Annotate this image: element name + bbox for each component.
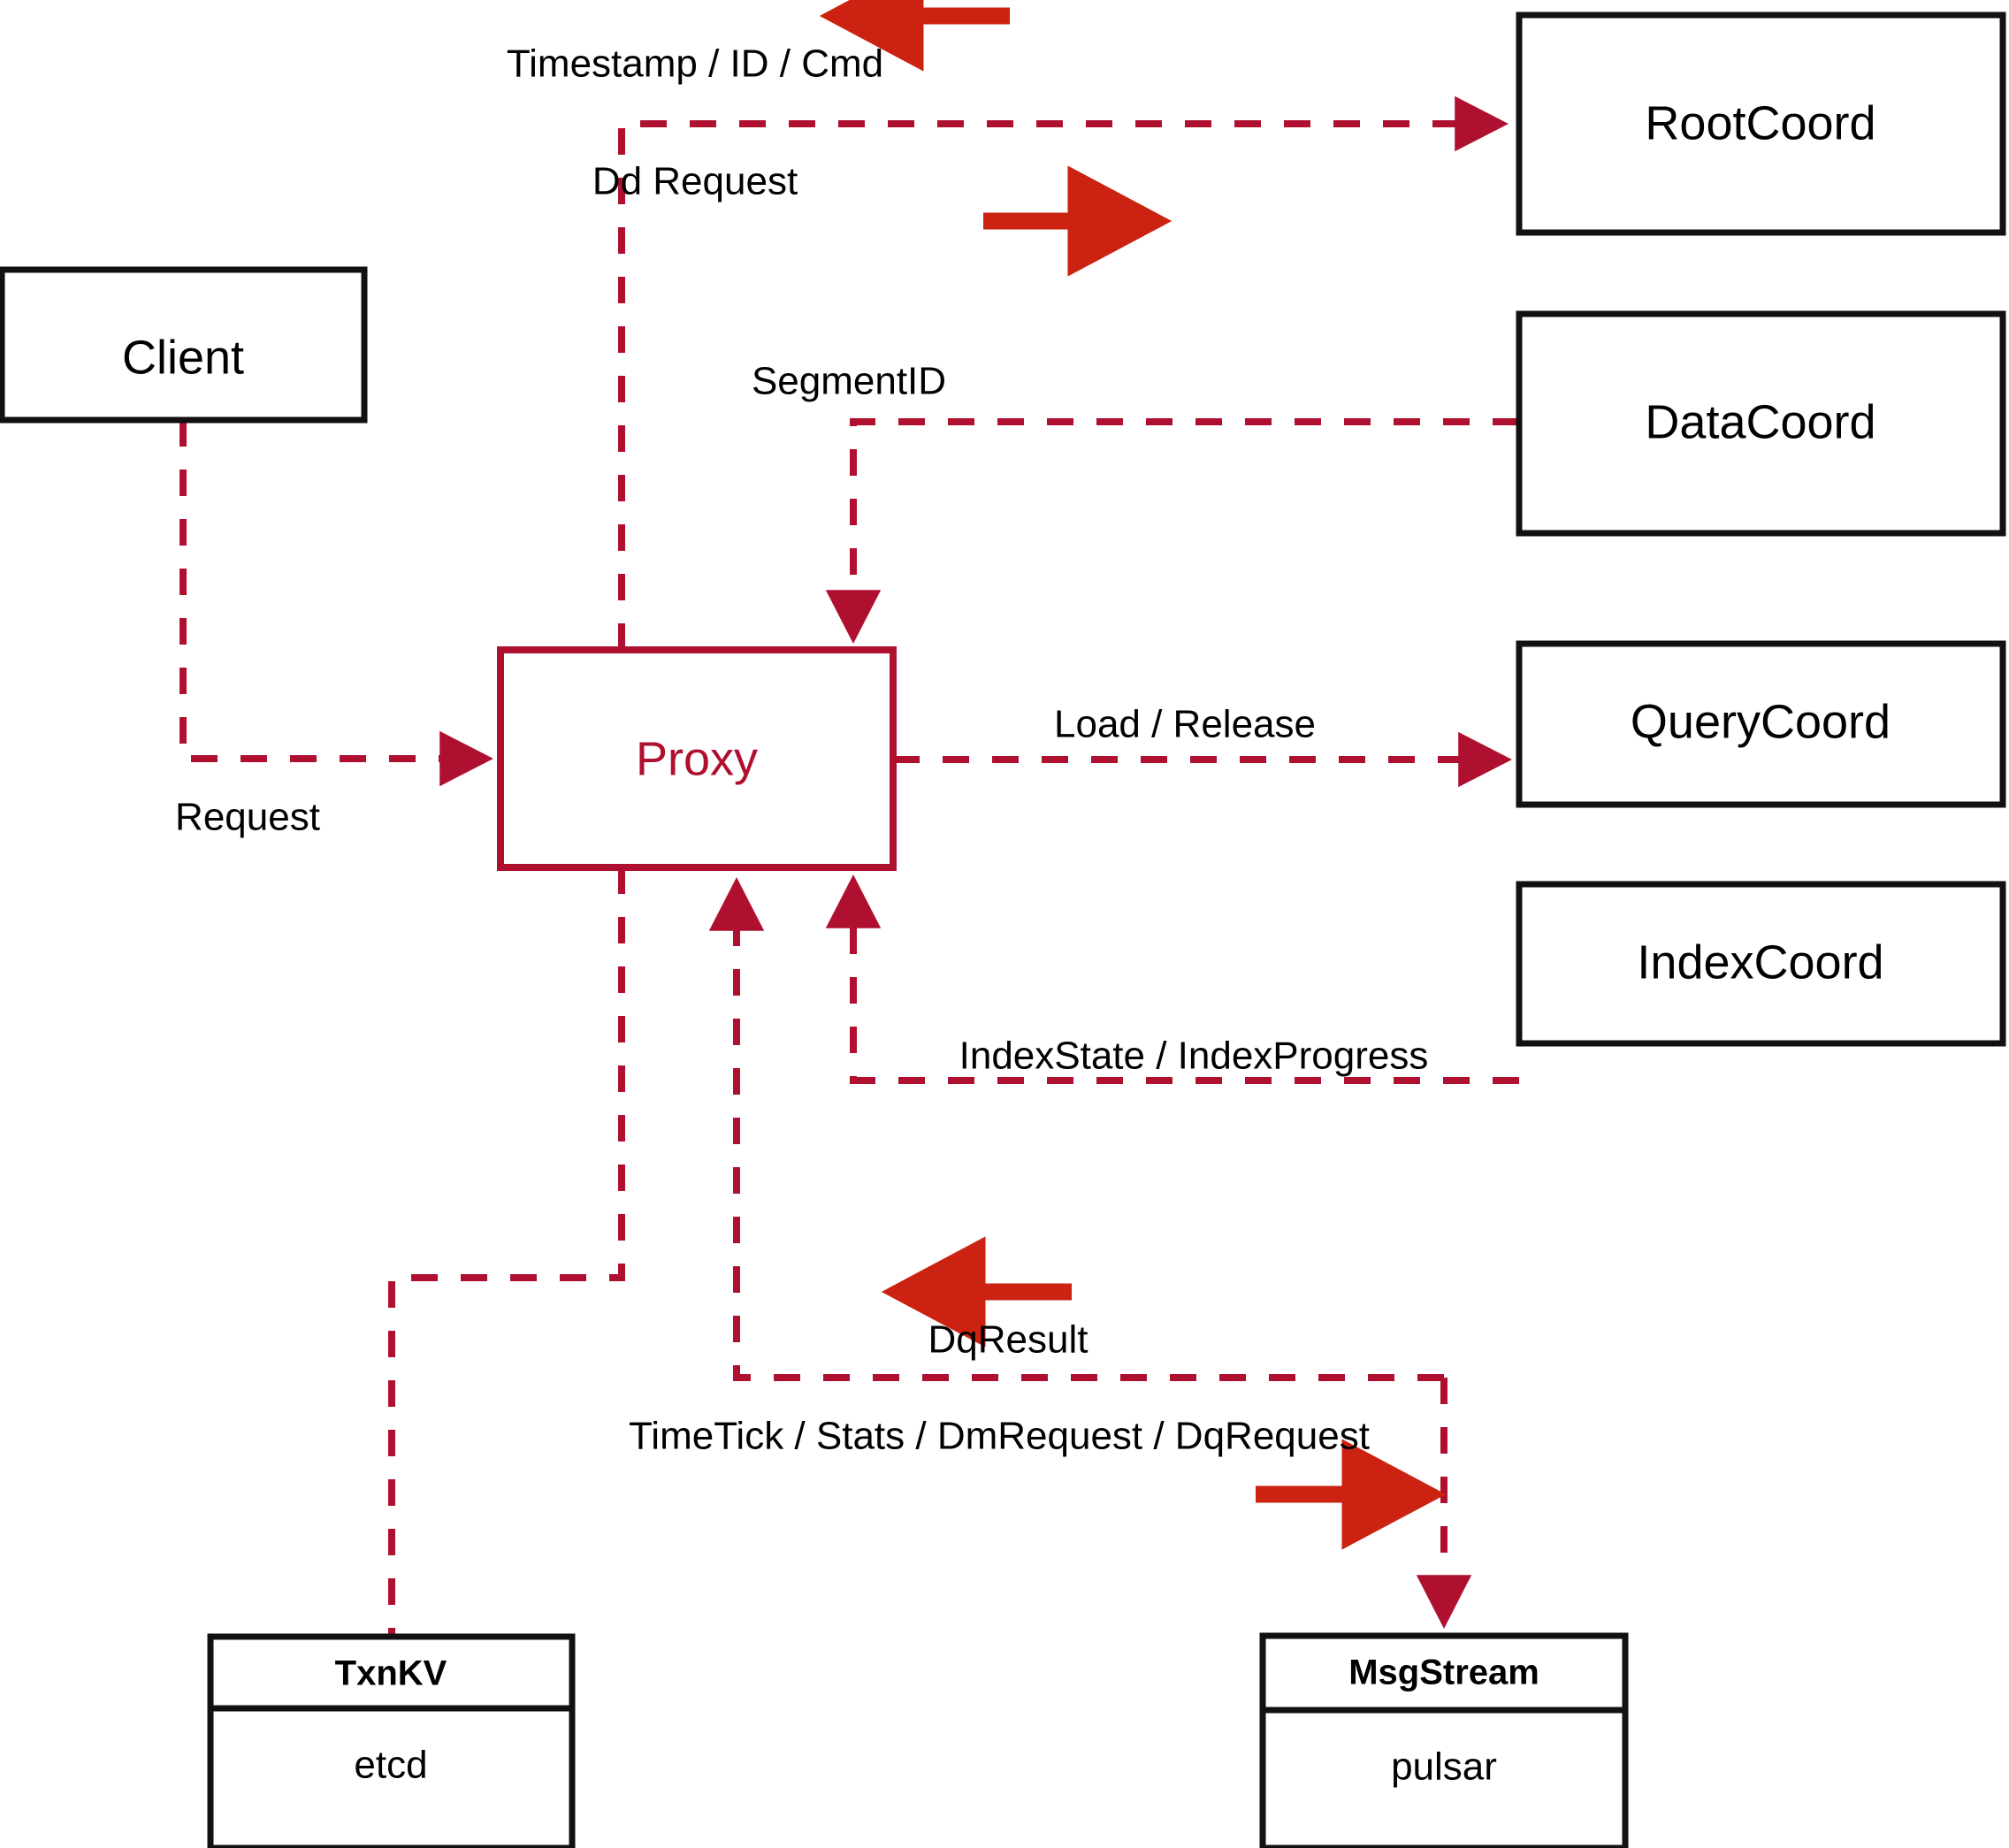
store-msgstream-title: MsgStream (1348, 1653, 1539, 1692)
edge-label-request: Request (175, 796, 320, 839)
node-client[interactable]: Client (0, 266, 368, 424)
node-proxy-label: Proxy (636, 732, 758, 785)
connector-datacoord-proxy (825, 418, 1519, 645)
edge-label-indexstate: IndexState / IndexProgress (959, 1035, 1429, 1078)
connector-group (180, 95, 1519, 1637)
edge-label-timestamp-id-cmd: Timestamp / ID / Cmd (507, 42, 883, 86)
node-datacoord-label: DataCoord (1645, 395, 1875, 448)
node-client-label: Client (122, 331, 244, 384)
store-msgstream[interactable]: MsgStream pulsar (1259, 1632, 1629, 1848)
node-rootcoord-label: RootCoord (1645, 96, 1875, 149)
node-querycoord[interactable]: QueryCoord (1516, 640, 2006, 808)
connector-proxy-txnkv (388, 867, 625, 1637)
node-querycoord-label: QueryCoord (1631, 695, 1891, 748)
node-indexcoord[interactable]: IndexCoord (1516, 881, 2006, 1047)
edge-label-dqresult: DqResult (928, 1318, 1089, 1362)
edge-label-dd-request: Dd Request (592, 160, 798, 203)
store-txnkv-title: TxnKV (335, 1654, 447, 1693)
node-proxy[interactable]: Proxy (497, 646, 897, 871)
edge-label-timetick: TimeTick / Stats / DmRequest / DqRequest (629, 1415, 1370, 1458)
node-indexcoord-label: IndexCoord (1637, 935, 1883, 989)
store-txnkv[interactable]: TxnKV etcd (207, 1633, 576, 1848)
connector-client-proxy (180, 420, 494, 787)
store-msgstream-body: pulsar (1391, 1745, 1497, 1789)
connector-proxy-rootcoord (618, 95, 1509, 650)
edge-label-load-release: Load / Release (1054, 703, 1316, 746)
store-txnkv-body: etcd (354, 1744, 427, 1787)
connector-msgstream-proxy (708, 876, 1444, 1381)
node-rootcoord[interactable]: RootCoord (1516, 11, 2006, 236)
node-datacoord[interactable]: DataCoord (1516, 310, 2006, 537)
edge-label-segmentid: SegmentID (752, 360, 946, 403)
direction-arrow-group (819, 0, 1447, 1550)
connector-indexcoord-proxy (825, 874, 1519, 1084)
